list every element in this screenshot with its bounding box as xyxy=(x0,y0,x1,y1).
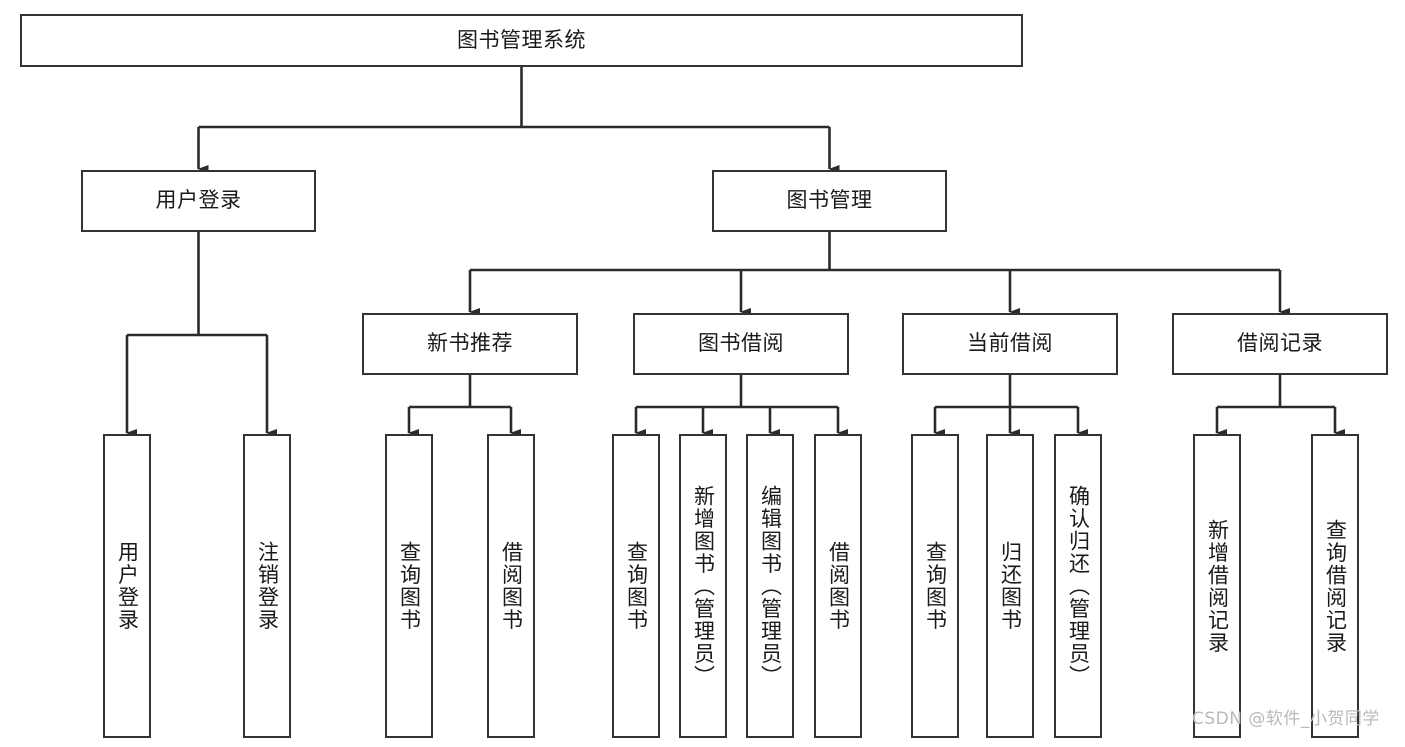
node-user-login[interactable]: 用户登录 xyxy=(81,170,316,232)
node-current-borrow-label: 当前借阅 xyxy=(967,331,1053,356)
node-leaf-query-record[interactable]: 查询借阅记录 xyxy=(1311,434,1359,738)
node-leaf-borrow-book-label: 借阅图书 xyxy=(826,541,851,631)
node-book-borrow[interactable]: 图书借阅 xyxy=(633,313,849,375)
node-leaf-query-book-rec-label: 查询图书 xyxy=(397,541,422,631)
csdn-watermark: CSDN @软件_小贺同学 xyxy=(1192,709,1380,729)
node-leaf-borrow-book-rec[interactable]: 借阅图书 xyxy=(487,434,535,738)
node-borrow-record-label: 借阅记录 xyxy=(1237,331,1323,356)
node-leaf-query-book-borrow-label: 查询图书 xyxy=(624,541,649,631)
node-new-book-rec[interactable]: 新书推荐 xyxy=(362,313,578,375)
node-borrow-record[interactable]: 借阅记录 xyxy=(1172,313,1388,375)
node-leaf-add-record-label: 新增借阅记录 xyxy=(1205,518,1230,654)
node-leaf-user-login-label: 用户登录 xyxy=(115,541,140,631)
node-book-manage[interactable]: 图书管理 xyxy=(712,170,947,232)
node-root[interactable]: 图书管理系统 xyxy=(20,14,1023,67)
node-current-borrow[interactable]: 当前借阅 xyxy=(902,313,1118,375)
node-leaf-add-record[interactable]: 新增借阅记录 xyxy=(1193,434,1241,738)
node-leaf-return-book-label: 归还图书 xyxy=(998,541,1023,631)
node-root-label: 图书管理系统 xyxy=(457,27,586,52)
node-book-manage-label: 图书管理 xyxy=(786,188,873,213)
node-new-book-rec-label: 新书推荐 xyxy=(427,331,513,356)
node-leaf-query-book-rec[interactable]: 查询图书 xyxy=(385,434,433,738)
node-leaf-user-login[interactable]: 用户登录 xyxy=(103,434,151,738)
node-book-borrow-label: 图书借阅 xyxy=(698,331,784,356)
node-leaf-logout[interactable]: 注销登录 xyxy=(243,434,291,738)
node-leaf-query-book-cur[interactable]: 查询图书 xyxy=(911,434,959,738)
node-user-login-label: 用户登录 xyxy=(155,188,242,213)
node-leaf-confirm-return-label: 确认归还（管理员） xyxy=(1066,484,1091,688)
node-leaf-borrow-book-rec-label: 借阅图书 xyxy=(499,541,524,631)
node-leaf-confirm-return[interactable]: 确认归还（管理员） xyxy=(1054,434,1102,738)
node-leaf-borrow-book[interactable]: 借阅图书 xyxy=(814,434,862,738)
node-leaf-query-book-cur-label: 查询图书 xyxy=(923,541,948,631)
node-leaf-return-book[interactable]: 归还图书 xyxy=(986,434,1034,738)
node-leaf-edit-book[interactable]: 编辑图书（管理员） xyxy=(746,434,794,738)
node-leaf-query-book-borrow[interactable]: 查询图书 xyxy=(612,434,660,738)
node-leaf-edit-book-label: 编辑图书（管理员） xyxy=(758,484,783,688)
node-leaf-add-book-label: 新增图书（管理员） xyxy=(691,484,716,688)
node-leaf-add-book[interactable]: 新增图书（管理员） xyxy=(679,434,727,738)
node-leaf-query-record-label: 查询借阅记录 xyxy=(1323,518,1348,654)
node-leaf-logout-label: 注销登录 xyxy=(255,541,280,631)
